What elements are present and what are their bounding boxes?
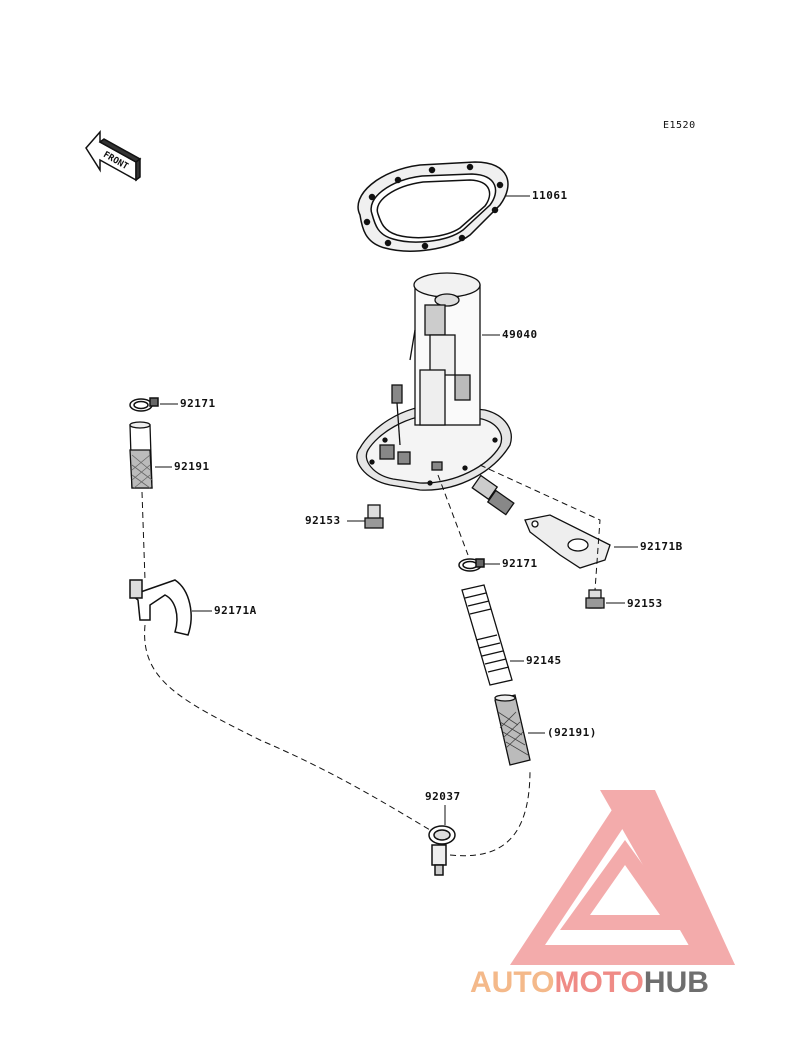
label-92191-top: 92191 xyxy=(174,460,210,473)
watermark-part-hub: HUB xyxy=(643,966,709,999)
bolt-92153-left xyxy=(364,504,384,529)
hose-92191-top xyxy=(129,421,153,489)
clip-92171a xyxy=(129,579,192,636)
label-92153-left: 92153 xyxy=(305,514,341,527)
label-92153-right: 92153 xyxy=(627,597,663,610)
hose-92191-lower xyxy=(494,694,531,766)
label-92171-top: 92171 xyxy=(180,397,216,410)
diagram-code: E1520 xyxy=(663,120,696,131)
bracket-92171b xyxy=(524,514,611,569)
watermark-logo xyxy=(510,790,735,965)
front-arrow-icon: FRONT xyxy=(85,130,142,182)
label-92037: 92037 xyxy=(425,790,461,803)
gasket-11061 xyxy=(357,161,509,252)
label-92171b: 92171B xyxy=(640,540,683,553)
routing-lines xyxy=(141,464,601,857)
bolt-92153-right xyxy=(585,589,605,609)
clamp-92171-mid xyxy=(458,558,485,572)
fuel-pump-49040 xyxy=(356,272,512,491)
label-11061: 11061 xyxy=(532,189,568,202)
label-92171-mid: 92171 xyxy=(502,557,538,570)
hose-92145 xyxy=(461,584,513,686)
clamp-92037 xyxy=(428,825,456,876)
watermark-part-auto: AUTO xyxy=(470,966,555,999)
label-92145: 92145 xyxy=(526,654,562,667)
watermark-text: AUTOMOTOHUB xyxy=(470,966,800,1006)
label-92191-paren: (92191) xyxy=(547,726,597,739)
label-49040: 49040 xyxy=(502,328,538,341)
connector xyxy=(471,474,515,516)
label-92171a: 92171A xyxy=(214,604,257,617)
watermark-part-moto: MOTO xyxy=(554,966,644,999)
clamp-92171-top xyxy=(129,397,159,412)
